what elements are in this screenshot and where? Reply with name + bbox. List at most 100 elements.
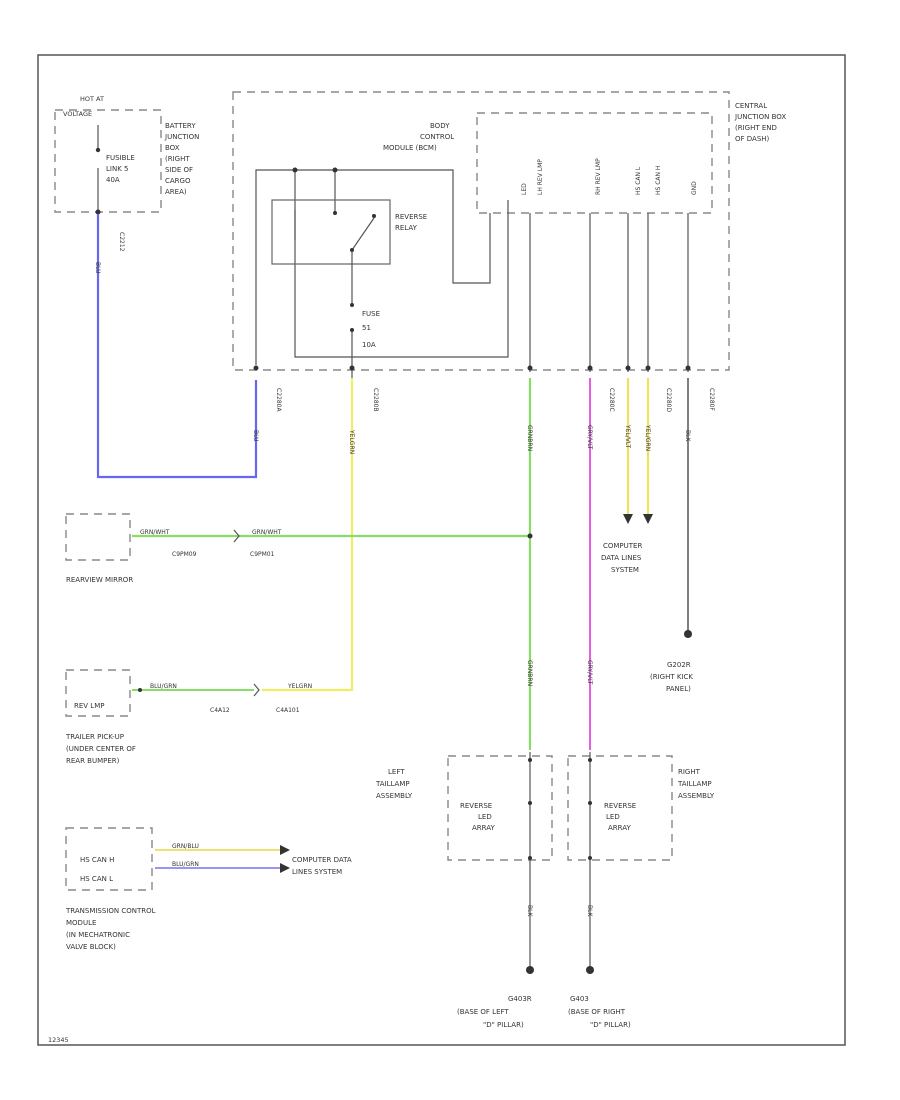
svg-text:C2280D: C2280D [665,388,672,412]
svg-text:TAILLAMP: TAILLAMP [375,780,410,788]
svg-text:(IN MECHATRONIC: (IN MECHATRONIC [66,931,130,939]
ground-kick-panel-symbol [684,630,692,638]
tcm-can-h-pin: HS CAN H [80,856,114,864]
svg-text:"D" PILLAR): "D" PILLAR) [590,1021,631,1029]
left-ground-symbol [526,966,534,974]
rearview-mirror-box [65,513,131,561]
svg-text:G403R: G403R [508,995,532,1003]
tcm-box [65,827,153,891]
svg-text:RELAY: RELAY [395,224,418,232]
pink-wire-label-bottom: GRY/VLT [586,660,593,685]
svg-text:REVERSE: REVERSE [460,802,492,810]
fuse-label: FUSE 51 10A [362,310,380,349]
reverse-relay-switch [351,217,375,251]
cjb-internal-wiring [255,169,509,365]
svg-text:LED: LED [521,183,528,195]
svg-text:GND: GND [691,181,698,195]
hot-at-voltage-label: HOT AT VOLTAGE [63,95,104,118]
right-ground-wire-label: BLK [586,905,593,917]
rearview-mirror-label: REARVIEW MIRROR [66,576,133,584]
tcm-can-h-wire-label: GRN/BLU [172,843,199,850]
trailer-wire-label-right: YELGRN [287,683,312,690]
can-l-label: YEL/VLT [624,424,631,448]
svg-text:REVERSE: REVERSE [604,802,636,810]
central-junction-box [232,91,730,371]
svg-text:C2280B: C2280B [372,388,379,412]
svg-text:VOLTAGE: VOLTAGE [63,110,92,118]
svg-text:MODULE: MODULE [66,919,96,927]
svg-text:OF DASH): OF DASH) [735,135,770,143]
svg-text:SIDE OF: SIDE OF [165,166,193,174]
trailer-pin-dot [138,688,142,692]
reverse-relay-label: REVERSE RELAY [395,213,427,232]
green-wire-label-bottom: GRNBRN [526,660,533,686]
left-reverse-led-label: REVERSE LED ARRAY [460,802,495,832]
svg-text:ARRAY: ARRAY [608,824,631,832]
trailer-connector-symbol [253,683,260,697]
left-ground-wire-label: BLK [526,905,533,917]
trailer-connector-right: C4A101 [276,707,300,714]
fusible-link-node-top [95,147,101,153]
relay-node-4 [372,214,376,218]
svg-text:REAR BUMPER): REAR BUMPER) [66,757,120,765]
fuse-node-bottom [350,328,354,332]
tcm-arrows [280,845,290,873]
svg-text:LED: LED [478,813,492,821]
relay-node-2 [332,167,338,173]
svg-text:FUSIBLE: FUSIBLE [106,154,135,162]
svg-text:TRANSMISSION CONTROL: TRANSMISSION CONTROL [65,907,156,915]
svg-text:40A: 40A [106,176,120,184]
svg-text:(BASE OF RIGHT: (BASE OF RIGHT [568,1008,626,1016]
rearview-connector-left: C9PM09 [172,551,197,558]
diagram-frame [37,54,846,1046]
svg-text:BATTERY: BATTERY [165,122,196,130]
pink-wire-label-top: GRY/VLT [586,425,593,450]
blue-wire-label-top: BLU [94,262,101,274]
svg-text:TAILLAMP: TAILLAMP [677,780,712,788]
relay-node-1 [292,167,298,173]
svg-text:C2280C: C2280C [608,388,615,412]
svg-text:HOT AT: HOT AT [80,95,104,103]
central-junction-box-label: CENTRAL JUNCTION BOX (RIGHT END OF DASH) [734,102,786,143]
svg-text:C2280A: C2280A [275,388,282,412]
svg-text:LINK 5: LINK 5 [106,165,128,173]
svg-text:MODULE (BCM): MODULE (BCM) [383,144,437,152]
svg-text:VALVE BLOCK): VALVE BLOCK) [66,943,116,951]
fuse-node-top [350,303,354,307]
svg-text:PANEL): PANEL) [666,685,691,693]
rearview-connector-right: C9PM01 [250,551,275,558]
trailer-pickup-label: TRAILER PICK-UP (UNDER CENTER OF REAR BU… [65,733,136,765]
diagram-id: 12345 [48,1036,69,1044]
cjb-connector-labels: C2280A C2280B C2280C C2280D C2280F [275,388,715,412]
svg-text:LH REV LMP: LH REV LMP [537,159,544,195]
black-wire-label: BLK [684,430,691,442]
tcm-can-l-wire-label: BLU/GRN [172,861,199,868]
tcm-label: TRANSMISSION CONTROL MODULE (IN MECHATRO… [65,907,156,951]
svg-text:SYSTEM: SYSTEM [611,566,639,574]
svg-text:(BASE OF LEFT: (BASE OF LEFT [457,1008,509,1016]
body-control-module [476,112,713,214]
svg-text:REVERSE: REVERSE [395,213,427,221]
svg-text:G202R: G202R [667,661,691,669]
fusible-link-label: FUSIBLE LINK 5 40A [106,154,135,184]
rearview-wire-label-right: GRN/WHT [252,529,282,536]
battery-junction-box-label: BATTERY JUNCTION BOX (RIGHT SIDE OF CARG… [164,122,199,196]
svg-text:CONTROL: CONTROL [420,133,454,141]
can-h-label: YEL/GRN [644,424,651,451]
blue-wire-connector-label: C2212 [118,232,125,252]
green-splice [527,533,533,539]
svg-text:COMPUTER DATA: COMPUTER DATA [292,856,352,864]
rev-lamp-pin-label: REV LMP [74,702,104,710]
svg-text:LED: LED [606,813,620,821]
right-taillamp-pin-mid [588,801,592,805]
battery-junction-box [54,109,162,213]
svg-text:ASSEMBLY: ASSEMBLY [678,792,715,800]
right-taillamp-box [567,755,673,861]
svg-text:C2280F: C2280F [708,388,715,411]
reverse-relay-box [271,199,391,265]
svg-text:ARRAY: ARRAY [472,824,495,832]
cjb-connector-dots [253,365,691,371]
svg-text:JUNCTION: JUNCTION [164,133,199,141]
svg-text:10A: 10A [362,341,376,349]
